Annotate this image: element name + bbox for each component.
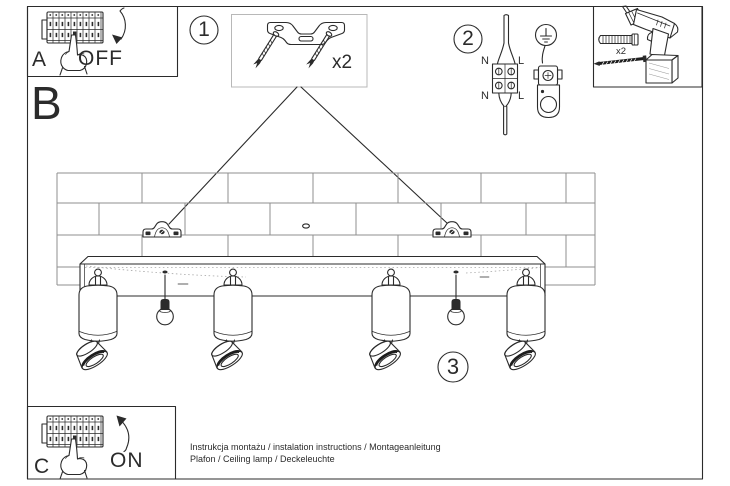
step1-number: 1 xyxy=(198,18,210,41)
wiring-diagram xyxy=(453,14,563,136)
wall-bracket-left xyxy=(142,221,182,238)
mounting-bracket-icon xyxy=(266,21,346,46)
terminal-block-icon xyxy=(491,14,519,136)
step1-quantity: x2 xyxy=(332,52,353,73)
arrow-up-icon xyxy=(116,415,130,453)
tools-quantity: x2 xyxy=(616,45,627,57)
lamp-rail xyxy=(79,255,546,297)
step3-number: 3 xyxy=(446,354,460,379)
on-label: ON xyxy=(110,449,144,472)
wall-plug-icon xyxy=(598,33,639,46)
terminal-l-top: L xyxy=(518,54,525,67)
box-a-label: A xyxy=(32,48,47,71)
area-b-label: B xyxy=(31,77,62,129)
tools-box xyxy=(592,5,703,88)
step1-kit xyxy=(168,14,449,225)
ground-symbol-icon xyxy=(534,23,558,47)
screw-icon xyxy=(251,30,281,71)
step3-circle xyxy=(437,351,469,383)
footer-title-line: Instrukcja montażu / instalation instruc… xyxy=(190,441,441,452)
step1-circle xyxy=(189,15,219,45)
breaker-panel-icon xyxy=(42,416,103,479)
rail-screw xyxy=(162,270,168,274)
ground-clamp-icon xyxy=(533,45,563,119)
mounting-screw-icon xyxy=(593,55,647,66)
page-border xyxy=(26,5,704,480)
leader-lines xyxy=(168,86,449,225)
drill-hole xyxy=(302,223,310,229)
box-c-label: C xyxy=(34,455,50,478)
terminal-n-top: N xyxy=(481,54,489,67)
terminal-l-bottom: L xyxy=(518,89,525,102)
panel-box-c xyxy=(26,405,177,480)
rail-screw xyxy=(453,270,459,274)
panel-box-a xyxy=(26,5,179,77)
off-label: OFF xyxy=(78,47,123,70)
footer-product-line: Plafon / Ceiling lamp / Deckeleuchte xyxy=(190,453,335,464)
arrow-down-icon xyxy=(112,7,126,44)
drill-icon xyxy=(621,5,679,84)
terminal-n-bottom: N xyxy=(481,89,489,102)
wall-bracket-right xyxy=(432,221,472,238)
step2-number: 2 xyxy=(462,27,474,50)
step2-circle xyxy=(453,24,483,54)
